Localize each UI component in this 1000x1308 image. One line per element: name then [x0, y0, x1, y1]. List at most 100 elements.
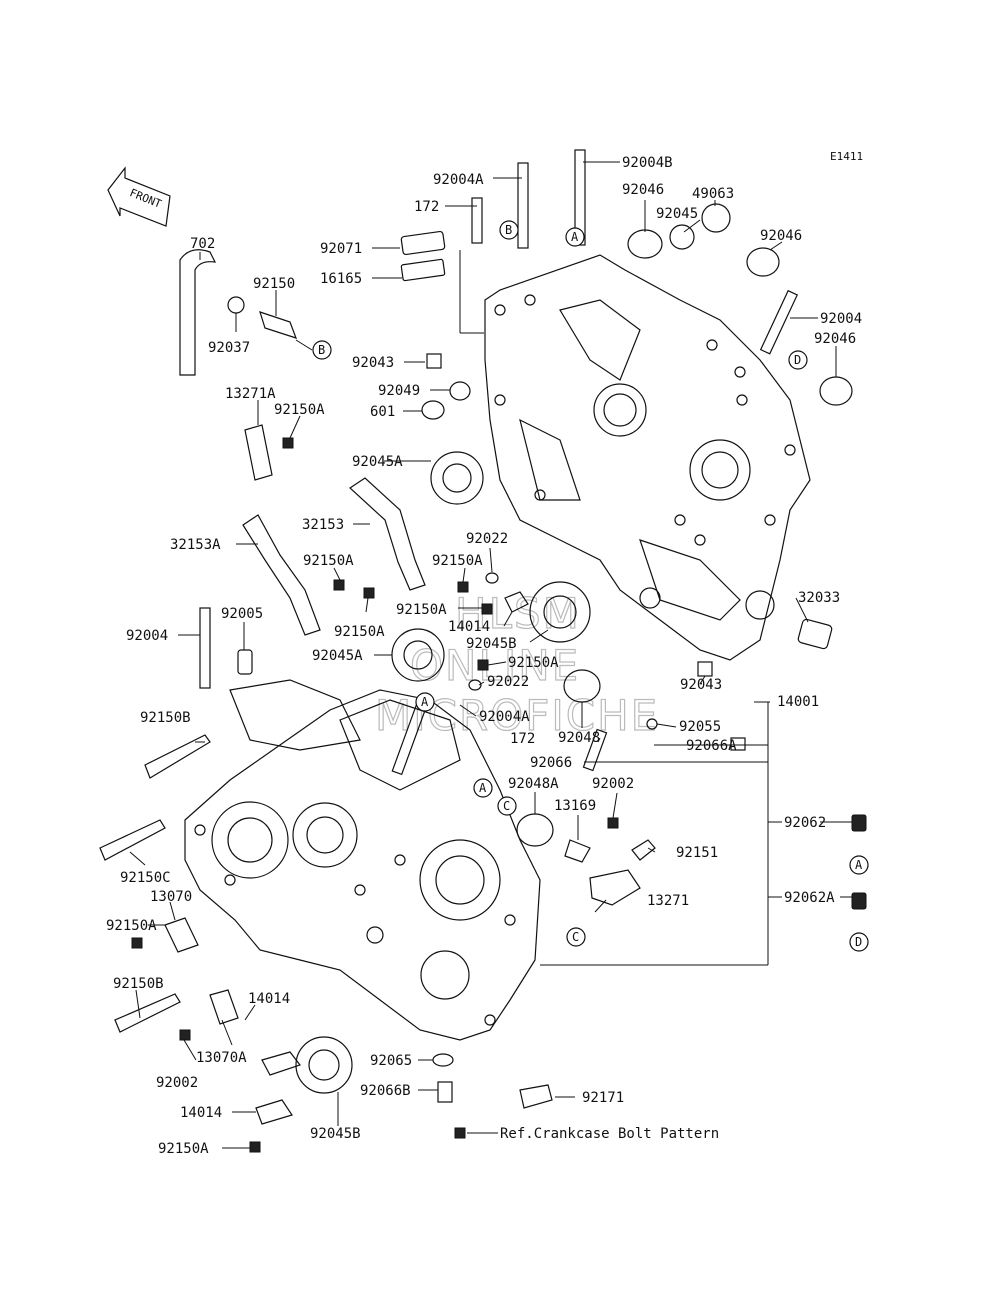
label-92005: 92005 [221, 606, 263, 622]
collar-92043-low [697, 661, 713, 677]
label-92045A-mid: 92045A [312, 648, 363, 664]
callout-a-right: A [849, 855, 869, 875]
plate-13271 [589, 869, 641, 906]
callout-c-low: C [497, 796, 517, 816]
bolt-92150A-b [333, 579, 345, 591]
bolt-92002-left [179, 1029, 191, 1041]
bearing-92046-c [819, 376, 853, 406]
label-92071: 92071 [320, 241, 362, 257]
label-92046-b: 92046 [760, 228, 802, 244]
label-92066: 92066 [530, 755, 572, 771]
label-92002-left: 92002 [156, 1075, 198, 1091]
label-92004B: 92004B [622, 155, 673, 171]
bolt-92150A-e [481, 603, 493, 615]
label-172-mid: 172 [510, 731, 535, 747]
label-32153A: 32153A [170, 537, 221, 553]
label-92045B-bottom: 92045B [310, 1126, 361, 1142]
callouts: B A B D A A C A C D [312, 220, 869, 952]
dowel-d-top [736, 394, 748, 406]
label-92022-mid: 92022 [487, 674, 529, 690]
label-14001: 14001 [777, 694, 819, 710]
label-32153: 32153 [302, 517, 344, 533]
label-92004-left: 92004 [126, 628, 168, 644]
pipe-32153 [349, 477, 426, 591]
front-arrow-icon: FRONT [107, 166, 171, 227]
label-702: 702 [190, 236, 215, 252]
loose-parts [99, 149, 867, 1153]
callout-a-mid: A [415, 692, 435, 712]
label-92171: 92171 [582, 1090, 624, 1106]
bolt-92150B-top [144, 734, 211, 779]
reference-note: Ref.Crankcase Bolt Pattern [500, 1126, 719, 1142]
label-92150A-b: 92150A [303, 553, 354, 569]
label-92046-a: 92046 [622, 182, 664, 198]
bearing-92045 [669, 224, 695, 250]
label-92150A-a: 92150A [274, 402, 325, 418]
plate-14014-bottom [255, 1099, 293, 1125]
bolt-92150A-f [477, 659, 489, 671]
callout-d-top: D [788, 350, 808, 370]
label-13070: 13070 [150, 889, 192, 905]
bearing-92045B-bottom [295, 1036, 353, 1094]
label-92150A-f: 92150A [508, 655, 559, 671]
callout-b-fitting: B [312, 340, 332, 360]
bolt-92151 [631, 839, 656, 861]
bolt-92002-right [607, 817, 619, 829]
callout-c-plate: C [566, 927, 586, 947]
svg-text:D: D [855, 935, 862, 949]
label-92049: 92049 [378, 383, 420, 399]
gasket-16165 [400, 258, 446, 282]
watermark-line-2: ONLINE [410, 641, 580, 690]
plate-13271A [244, 424, 273, 481]
fitting-92150 [259, 311, 297, 339]
stud-172-top [471, 197, 483, 244]
svg-text:B: B [505, 223, 512, 237]
callout-a-low: A [473, 778, 493, 798]
bolt-92150B-low [114, 993, 181, 1033]
label-92022-top: 92022 [466, 531, 508, 547]
washer-92065 [432, 1053, 454, 1067]
washer-92022-mid [468, 679, 482, 691]
bearing-49063 [701, 203, 731, 233]
label-92037: 92037 [208, 340, 250, 356]
label-92004A-top: 92004A [433, 172, 484, 188]
label-92150C: 92150C [120, 870, 171, 886]
label-92045A-top: 92045A [352, 454, 403, 470]
stud-172-mid [582, 728, 608, 772]
label-92062A: 92062A [784, 890, 835, 906]
label-92150: 92150 [253, 276, 295, 292]
bearing-92046-a [627, 229, 663, 259]
label-92043-low: 92043 [680, 677, 722, 693]
plug-92062 [851, 814, 867, 832]
hose-702 [179, 249, 217, 376]
label-16165: 16165 [320, 271, 362, 287]
label-92045: 92045 [656, 206, 698, 222]
stud-92004-left [199, 607, 211, 689]
label-92046-c: 92046 [814, 331, 856, 347]
label-92151: 92151 [676, 845, 718, 861]
breather-32033 [797, 618, 833, 650]
label-92150B-top: 92150B [140, 710, 191, 726]
plug-92066B [437, 1081, 453, 1103]
pipe-32153A [242, 514, 321, 636]
label-92045B-mid: 92045B [466, 636, 517, 652]
bearing-92046-b [746, 247, 780, 277]
clamp-92171 [519, 1084, 553, 1109]
watermark-line-1: HLSM [455, 589, 581, 638]
label-92150B-low: 92150B [113, 976, 164, 992]
stud-92004A [517, 162, 529, 249]
bearing-92045A-top [430, 451, 484, 505]
svg-text:C: C [572, 930, 579, 944]
svg-text:A: A [421, 695, 429, 709]
part-labels: 92004B 92004A 172 92046 49063 92045 9204… [106, 155, 862, 1157]
cover-92071 [400, 230, 446, 256]
callout-a-top: A [565, 227, 585, 247]
bearing-92045B-mid [529, 581, 591, 643]
crankcase-left-half [184, 679, 541, 1041]
washer-92022-top [485, 572, 499, 584]
label-92065: 92065 [370, 1053, 412, 1069]
label-92062: 92062 [784, 815, 826, 831]
label-92048A: 92048A [508, 776, 559, 792]
